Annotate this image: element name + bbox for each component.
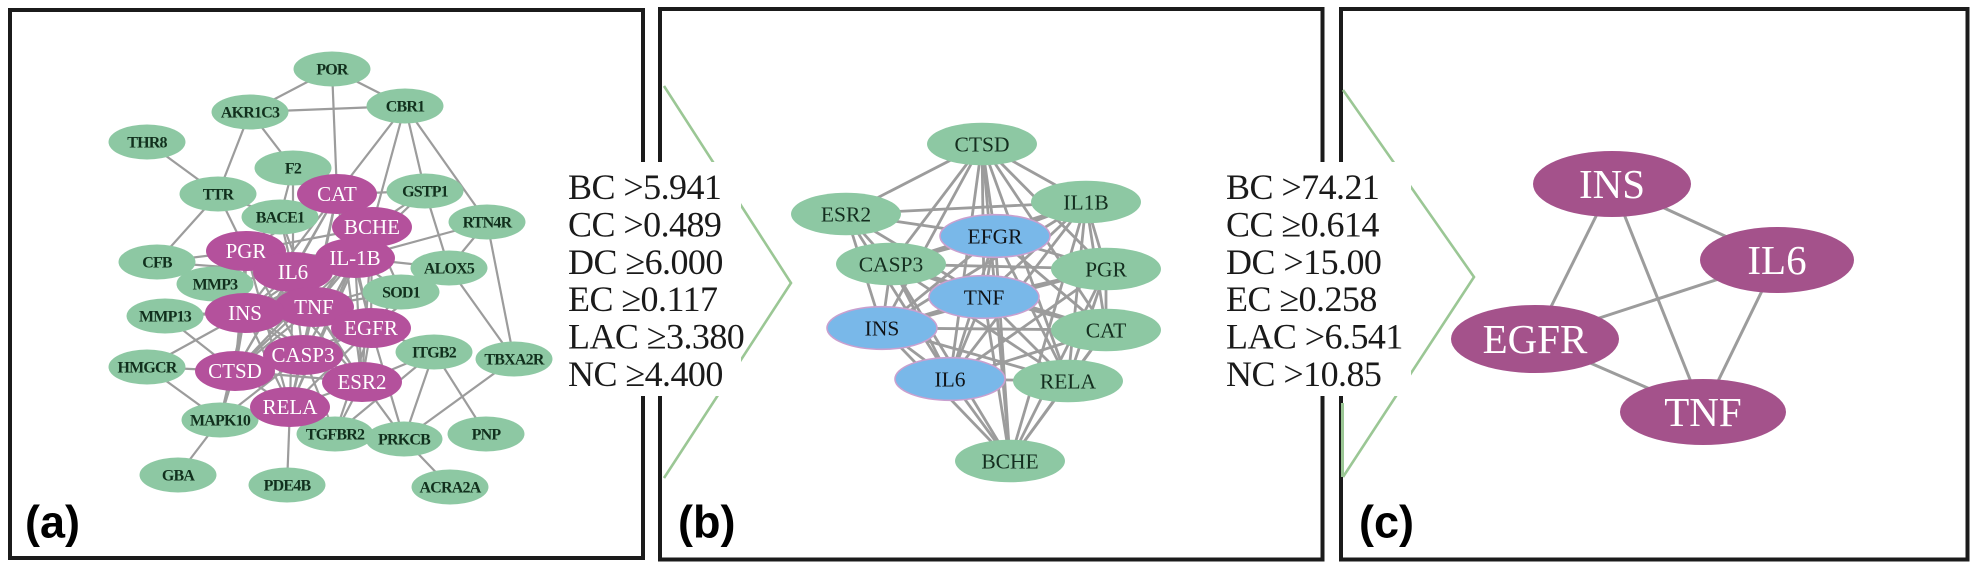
svg-text:IL6: IL6 [934, 368, 965, 392]
svg-text:IL-1B: IL-1B [329, 246, 380, 270]
svg-text:ITGB2: ITGB2 [412, 345, 457, 362]
svg-text:CAT: CAT [1086, 319, 1127, 343]
svg-text:EC ≥0.258: EC ≥0.258 [1226, 279, 1377, 319]
svg-text:BACE1: BACE1 [256, 210, 305, 227]
svg-text:EGFR: EGFR [1483, 316, 1588, 362]
svg-text:NC ≥4.400: NC ≥4.400 [568, 354, 723, 394]
svg-text:TTR: TTR [203, 187, 235, 204]
svg-text:INS: INS [1579, 161, 1645, 207]
svg-text:HMGCR: HMGCR [117, 360, 177, 377]
svg-text:MMP13: MMP13 [139, 309, 192, 326]
svg-text:MAPK10: MAPK10 [190, 413, 251, 430]
svg-text:MMP3: MMP3 [193, 277, 239, 294]
svg-text:ESR2: ESR2 [337, 370, 386, 394]
svg-text:EGFR: EGFR [344, 316, 398, 340]
svg-text:RELA: RELA [1040, 370, 1097, 394]
svg-text:EC ≥0.117: EC ≥0.117 [568, 279, 717, 319]
svg-text:CC ≥0.614: CC ≥0.614 [1226, 204, 1379, 244]
svg-text:TGFBR2: TGFBR2 [306, 427, 365, 444]
svg-text:CAT: CAT [317, 182, 357, 206]
svg-text:IL6: IL6 [1747, 237, 1806, 283]
svg-text:IL6: IL6 [278, 260, 308, 284]
svg-text:CASP3: CASP3 [859, 253, 924, 277]
svg-text:TNF: TNF [964, 286, 1005, 310]
svg-text:PDE4B: PDE4B [264, 478, 312, 495]
svg-text:IL1B: IL1B [1063, 191, 1108, 215]
svg-text:RTN4R: RTN4R [463, 215, 513, 232]
svg-text:(a): (a) [25, 497, 80, 548]
svg-text:BCHE: BCHE [981, 450, 1038, 474]
svg-text:LAC ≥3.380: LAC ≥3.380 [568, 317, 744, 357]
svg-text:EFGR: EFGR [968, 225, 1024, 249]
svg-text:PNP: PNP [472, 427, 502, 444]
svg-text:(c): (c) [1359, 497, 1414, 548]
svg-text:CBR1: CBR1 [386, 99, 425, 116]
svg-text:ESR2: ESR2 [821, 203, 871, 227]
svg-text:CFB: CFB [142, 255, 173, 272]
svg-text:PRKCB: PRKCB [378, 432, 431, 449]
svg-text:BC >5.941: BC >5.941 [568, 167, 721, 207]
svg-text:POR: POR [316, 62, 349, 79]
svg-text:INS: INS [865, 317, 900, 341]
svg-text:TBXA2R: TBXA2R [484, 352, 544, 369]
svg-text:CTSD: CTSD [955, 133, 1010, 157]
svg-text:BC >74.21: BC >74.21 [1226, 167, 1379, 207]
svg-text:CASP3: CASP3 [271, 343, 334, 367]
svg-text:INS: INS [228, 301, 262, 325]
svg-text:LAC >6.541: LAC >6.541 [1226, 317, 1403, 357]
svg-text:TNF: TNF [294, 295, 334, 319]
svg-text:F2: F2 [285, 161, 302, 178]
svg-text:AKR1C3: AKR1C3 [221, 105, 280, 122]
svg-text:CTSD: CTSD [208, 359, 262, 383]
svg-text:GSTP1: GSTP1 [402, 184, 449, 201]
svg-text:THR8: THR8 [127, 135, 167, 152]
svg-text:ALOX5: ALOX5 [424, 261, 475, 278]
svg-text:PGR: PGR [226, 239, 267, 263]
svg-text:DC >15.00: DC >15.00 [1226, 242, 1381, 282]
svg-text:RELA: RELA [263, 395, 319, 419]
svg-text:GBA: GBA [162, 468, 196, 485]
svg-text:CC >0.489: CC >0.489 [568, 204, 721, 244]
svg-text:(b): (b) [678, 497, 735, 548]
svg-text:DC ≥6.000: DC ≥6.000 [568, 242, 723, 282]
svg-text:PGR: PGR [1085, 258, 1127, 282]
svg-text:ACRA2A: ACRA2A [420, 480, 482, 497]
svg-text:BCHE: BCHE [344, 215, 400, 239]
svg-text:NC >10.85: NC >10.85 [1226, 354, 1381, 394]
svg-text:TNF: TNF [1664, 389, 1741, 435]
svg-text:SOD1: SOD1 [382, 285, 420, 302]
